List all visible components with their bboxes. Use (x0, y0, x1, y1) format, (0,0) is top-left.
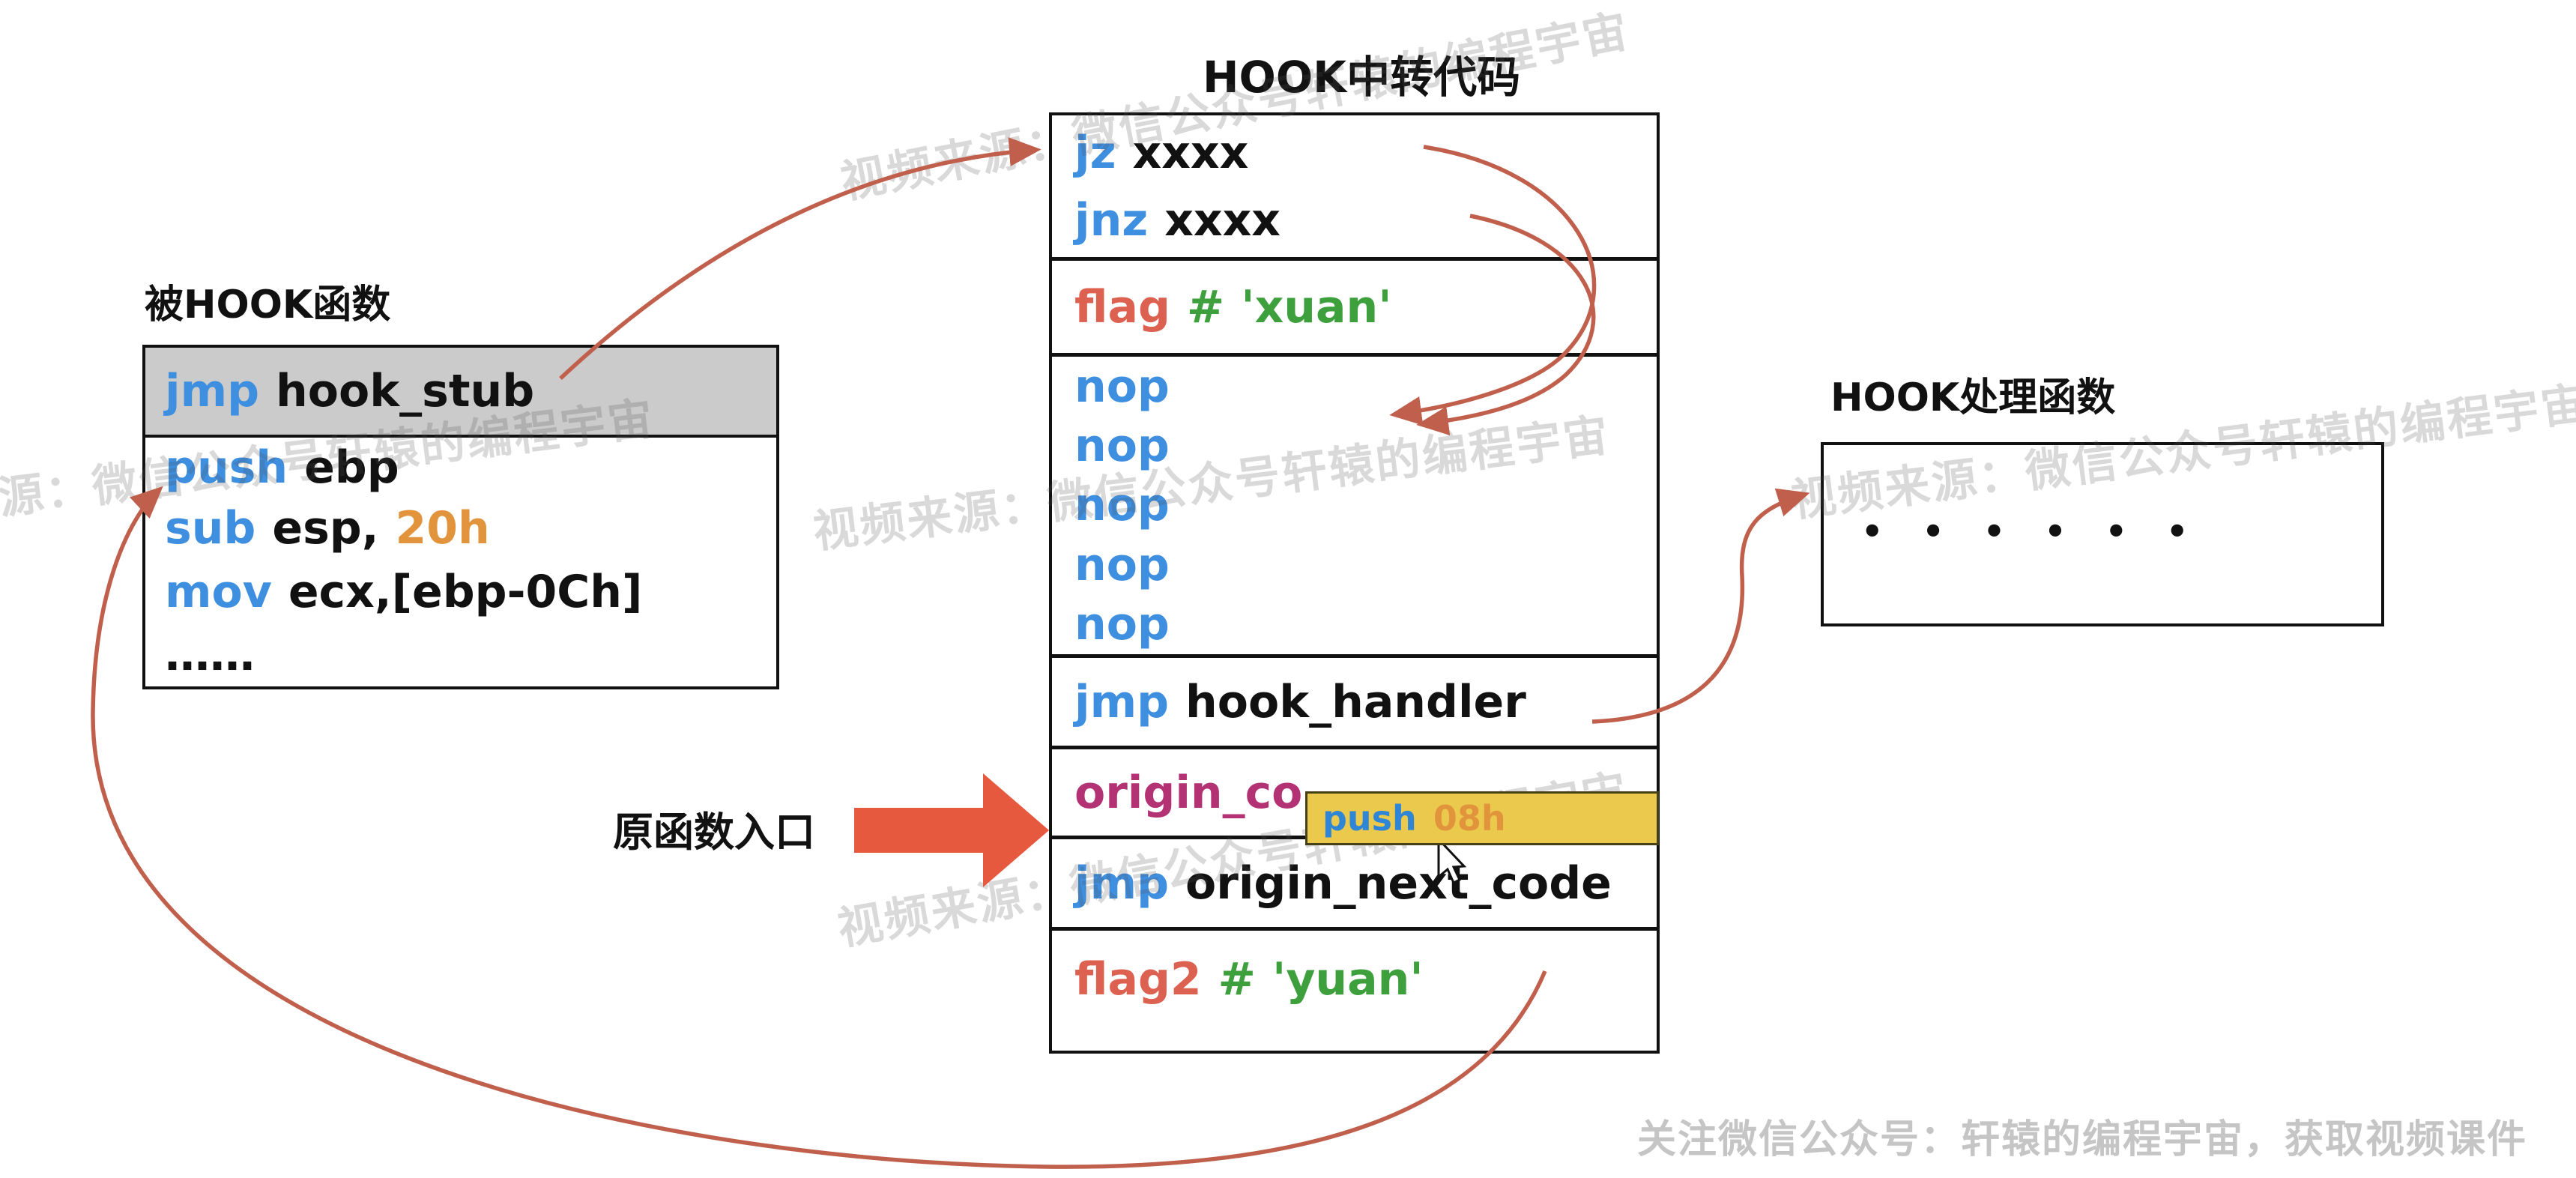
code-row-mov-ecx: mov ecx,[ebp-0Ch] (145, 559, 776, 625)
code-row-nop: nop (1074, 538, 1170, 591)
footer-credit: 关注微信公众号：轩辕的编程宇宙，获取视频课件 (1637, 1117, 2528, 1162)
ellipsis-dots: •••••• (1861, 511, 2228, 552)
section-jmp-handler: jmp hook_handler (1052, 658, 1657, 749)
flag-name: flag2 (1074, 953, 1202, 1006)
code-row-nop: nop (1074, 598, 1170, 651)
flag-hash: # (1218, 953, 1256, 1006)
asm-keyword: push (165, 441, 288, 494)
asm-operand: xxxx (1164, 193, 1281, 247)
code-row-flag: flag # 'xuan' (1074, 281, 1657, 333)
asm-operand: xxxx (1132, 126, 1249, 179)
asm-operand: hook_stub (276, 365, 535, 417)
asm-operand: hook_handler (1185, 675, 1526, 728)
section-flag: flag # 'xuan' (1052, 261, 1657, 357)
asm-immediate: 08h (1433, 798, 1506, 839)
asm-keyword: mov (165, 566, 272, 618)
asm-operand: esp, (272, 502, 379, 555)
middle-box-title: HOOK中转代码 (1203, 52, 1521, 103)
asm-keyword: push (1322, 798, 1417, 839)
code-row-flag2: flag2 # 'yuan' (1074, 953, 1657, 1006)
asm-keyword: jnz (1074, 193, 1149, 247)
flag-value: 'yuan' (1272, 953, 1424, 1006)
hook-stub-box: jz xxxx jnz xxxx flag # 'xuan' nop nop n… (1049, 112, 1660, 1054)
section-conditional-jumps: jz xxxx jnz xxxx (1052, 115, 1657, 261)
flag-hash: # (1186, 280, 1225, 333)
code-row-jz: jz xxxx (1074, 119, 1657, 187)
left-box-title: 被HOOK函数 (145, 283, 391, 327)
asm-operand: ebp (304, 441, 399, 494)
flag-value: 'xuan' (1241, 280, 1392, 333)
code-row-nop: nop (1074, 360, 1170, 413)
hooked-function-box: jmp hook_stub push ebp sub esp, 20h mov … (142, 345, 779, 689)
asm-keyword: jz (1074, 126, 1116, 179)
code-row-ellipsis: …… (145, 625, 776, 685)
asm-operand: ecx,[ebp-0Ch] (288, 566, 643, 618)
code-row-nop: nop (1074, 420, 1170, 473)
code-row-sub-esp: sub esp, 20h (145, 498, 776, 559)
push-08h-tooltip: push 08h (1305, 791, 1659, 845)
right-box-title: HOOK处理函数 (1830, 375, 2116, 420)
section-flag2: flag2 # 'yuan' (1052, 931, 1657, 1028)
ellipsis-text: …… (165, 629, 255, 681)
asm-keyword: sub (165, 502, 256, 555)
code-row-jnz: jnz xxxx (1074, 187, 1657, 254)
origin-entry-label: 原函数入口 (613, 809, 815, 856)
asm-keyword: jmp (1074, 675, 1170, 728)
origin-code-label: origin_co (1074, 766, 1303, 819)
code-row-jmp-hook-handler: jmp hook_handler (1074, 676, 1657, 728)
flag-name: flag (1074, 280, 1170, 333)
asm-immediate: 20h (395, 502, 490, 555)
asm-keyword: jmp (165, 365, 260, 417)
code-row-push-ebp: push ebp (145, 438, 776, 498)
hook-handler-box: •••••• (1821, 442, 2384, 626)
